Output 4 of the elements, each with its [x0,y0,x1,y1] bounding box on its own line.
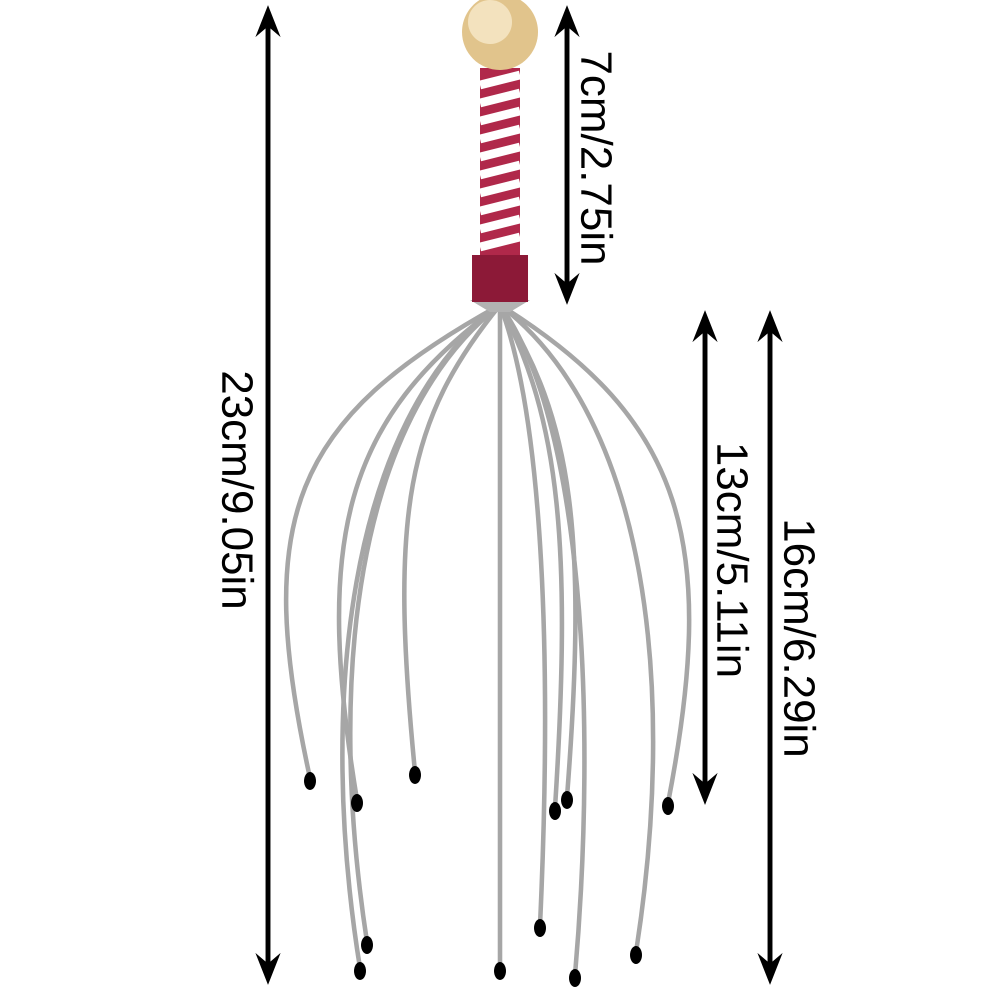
dimension-label: 7cm/2.75in [580,52,614,263]
dimension-label: 13cm/5.11in [716,445,750,676]
dimension-label: 23cm/9.05in [222,372,254,607]
dimension-label: 16cm/6.29in [784,522,816,755]
